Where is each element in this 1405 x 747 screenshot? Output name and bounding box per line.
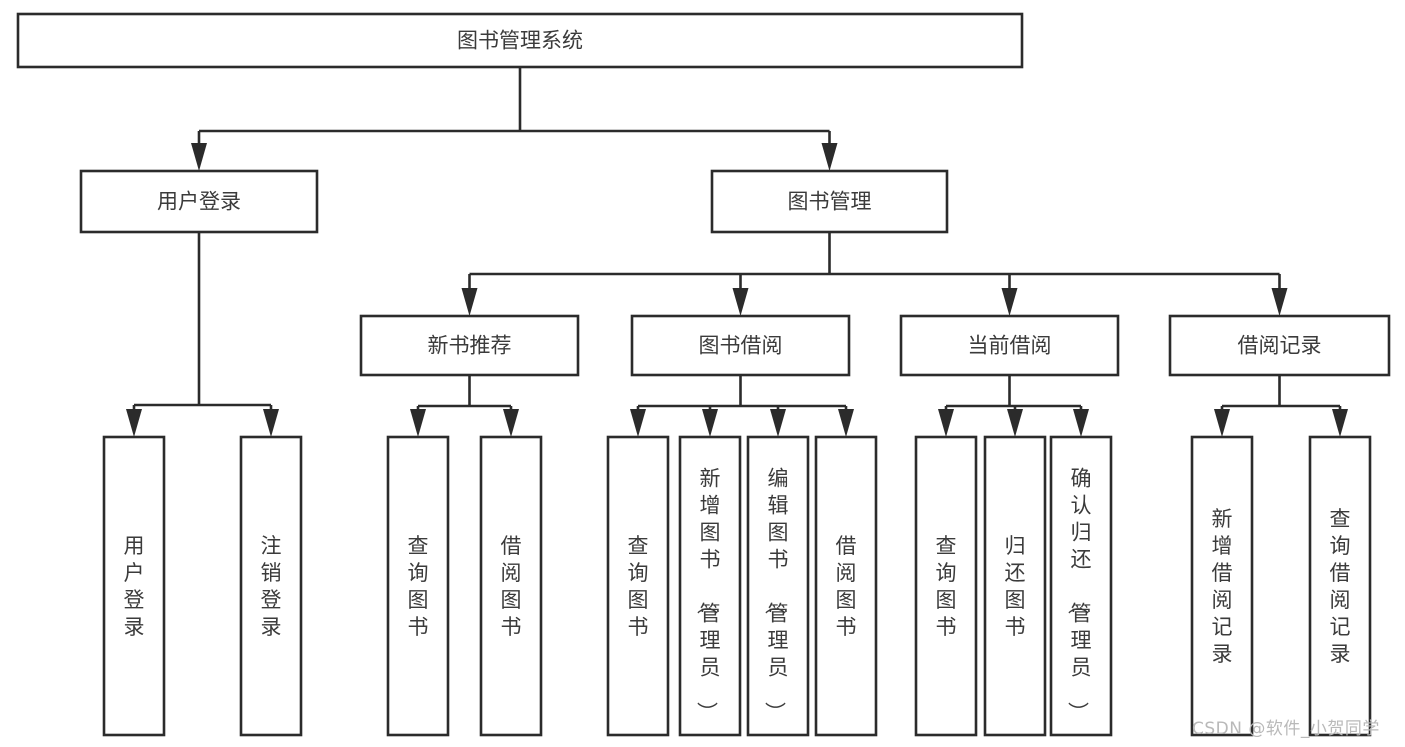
node-leaf-query-book-cb[interactable]: 查询图书	[914, 435, 978, 737]
node-label: 归还图书	[1005, 534, 1026, 639]
node-box[interactable]	[814, 435, 878, 737]
node-box[interactable]	[606, 435, 670, 737]
arrow-head-icon	[702, 409, 718, 437]
node-label: 借阅图书	[836, 534, 857, 639]
edge-bookmanage-children	[461, 232, 1288, 316]
node-box[interactable]	[479, 435, 543, 737]
edge-borrowrecord-children	[1214, 375, 1348, 437]
arrow-head-icon	[838, 409, 854, 437]
node-new-book-rec[interactable]: 新书推荐	[359, 314, 580, 377]
node-box[interactable]	[1190, 435, 1254, 737]
node-label: 图书管理	[788, 190, 872, 214]
arrow-head-icon	[770, 409, 786, 437]
arrow-head-icon	[821, 143, 838, 171]
node-label: 当前借阅	[968, 334, 1052, 358]
node-label: 编辑图书（管理员）	[763, 467, 789, 723]
node-label: 用户登录	[124, 534, 145, 639]
node-box[interactable]	[710, 169, 949, 234]
node-label: 借阅记录	[1238, 334, 1322, 358]
edge-root-children	[191, 67, 838, 171]
node-box[interactable]	[983, 435, 1047, 737]
node-label: 查询图书	[628, 534, 649, 639]
arrow-head-icon	[630, 409, 646, 437]
node-leaf-confirm-return[interactable]: 确认归还（管理员）	[1049, 435, 1113, 737]
arrow-head-icon	[1214, 409, 1230, 437]
arrow-head-icon	[1001, 288, 1018, 316]
node-box[interactable]	[1168, 314, 1391, 377]
arrow-head-icon	[410, 409, 426, 437]
node-leaf-borrow-book-rec[interactable]: 借阅图书	[479, 435, 543, 737]
arrow-head-icon	[732, 288, 749, 316]
node-leaf-add-book[interactable]: 新增图书（管理员）	[678, 435, 742, 737]
arrow-head-icon	[461, 288, 478, 316]
edge-bookborrow-children	[630, 375, 854, 437]
node-leaf-edit-book[interactable]: 编辑图书（管理员）	[746, 435, 810, 737]
edge-newbookrec-children	[410, 375, 519, 437]
node-label: 图书借阅	[699, 334, 783, 358]
node-label: 用户登录	[157, 190, 241, 214]
node-box[interactable]	[746, 435, 810, 737]
node-box[interactable]	[1308, 435, 1372, 737]
node-book-borrow[interactable]: 图书借阅	[630, 314, 851, 377]
node-leaf-logout[interactable]: 注销登录	[239, 435, 303, 737]
node-label: 新书推荐	[428, 334, 512, 358]
nodes-layer: 图书管理系统用户登录图书管理新书推荐图书借阅当前借阅借阅记录用户登录注销登录查询…	[16, 12, 1391, 737]
node-label: 查询图书	[408, 534, 429, 639]
node-root[interactable]: 图书管理系统	[16, 12, 1024, 69]
node-label: 注销登录	[261, 534, 282, 639]
node-leaf-query-book-bb[interactable]: 查询图书	[606, 435, 670, 737]
node-label: 查询图书	[936, 534, 957, 639]
node-leaf-add-record[interactable]: 新增借阅记录	[1190, 435, 1254, 737]
node-borrow-record[interactable]: 借阅记录	[1168, 314, 1391, 377]
node-leaf-borrow-book-bb[interactable]: 借阅图书	[814, 435, 878, 737]
node-book-manage[interactable]: 图书管理	[710, 169, 949, 234]
node-box[interactable]	[239, 435, 303, 737]
node-label: 图书管理系统	[457, 29, 583, 53]
node-leaf-query-book-rec[interactable]: 查询图书	[386, 435, 450, 737]
node-label: 新增借阅记录	[1212, 507, 1233, 666]
node-leaf-return-book[interactable]: 归还图书	[983, 435, 1047, 737]
node-label: 确认归还（管理员）	[1066, 467, 1092, 723]
arrow-head-icon	[1073, 409, 1089, 437]
node-leaf-query-record[interactable]: 查询借阅记录	[1308, 435, 1372, 737]
edge-userlogin-children	[126, 232, 279, 437]
node-box[interactable]	[386, 435, 450, 737]
arrow-head-icon	[191, 143, 207, 171]
node-box[interactable]	[914, 435, 978, 737]
node-current-borrow[interactable]: 当前借阅	[899, 314, 1120, 377]
arrow-head-icon	[1332, 409, 1348, 437]
node-box[interactable]	[16, 12, 1024, 69]
node-label: 借阅图书	[501, 534, 522, 639]
connectors-layer	[126, 67, 1348, 437]
node-user-login[interactable]: 用户登录	[79, 169, 319, 234]
node-box[interactable]	[899, 314, 1120, 377]
node-label: 新增图书（管理员）	[695, 467, 721, 723]
edge-currentborrow-children	[938, 375, 1089, 437]
arrow-head-icon	[126, 409, 142, 437]
node-box[interactable]	[359, 314, 580, 377]
node-box[interactable]	[678, 435, 742, 737]
node-box[interactable]	[630, 314, 851, 377]
node-box[interactable]	[79, 169, 319, 234]
node-box[interactable]	[1049, 435, 1113, 737]
node-label: 查询借阅记录	[1330, 507, 1351, 666]
arrow-head-icon	[1007, 409, 1023, 437]
arrow-head-icon	[263, 409, 279, 437]
arrow-head-icon	[1271, 288, 1288, 316]
arrow-head-icon	[938, 409, 954, 437]
node-box[interactable]	[102, 435, 166, 737]
arrow-head-icon	[503, 409, 519, 437]
node-leaf-user-login[interactable]: 用户登录	[102, 435, 166, 737]
